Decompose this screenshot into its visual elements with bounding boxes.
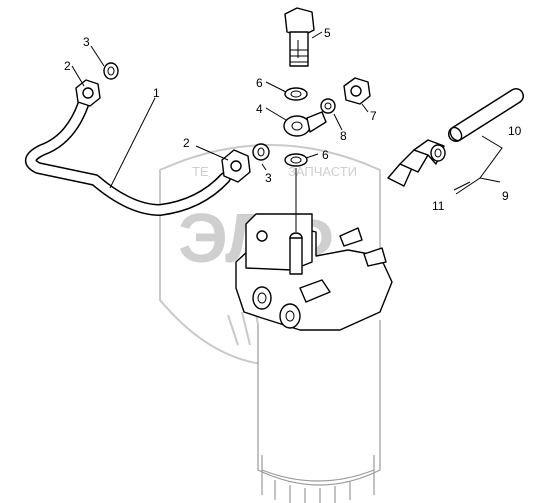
- callout-1: 1: [153, 86, 160, 100]
- callout-2-lower: 2: [183, 136, 190, 150]
- union-nut-upper: [75, 79, 101, 107]
- callout-10: 10: [508, 124, 522, 138]
- banjo-fitting: [283, 111, 327, 137]
- union-nut-lower: [221, 149, 251, 183]
- callout-8: 8: [340, 129, 347, 143]
- connector-11: [387, 139, 446, 187]
- callout-3-upper: 3: [83, 35, 90, 49]
- sealing-ring-8: [320, 98, 336, 114]
- leader-lines: [71, 31, 503, 195]
- washer-upper: [284, 87, 308, 101]
- fuel-pipe: [25, 99, 231, 216]
- callout-5: 5: [324, 26, 331, 40]
- hose-10: [448, 88, 524, 142]
- callout-7: 7: [370, 109, 377, 123]
- banjo-bolt: [284, 7, 315, 67]
- callout-11: 11: [432, 199, 445, 213]
- sealing-ring-upper: [103, 62, 119, 80]
- callout-4: 4: [256, 102, 263, 116]
- washer-lower: [284, 153, 308, 167]
- callout-9: 9: [502, 189, 509, 203]
- callouts: 1 2 2 3 3 4 5 6 6 7 8 9 10 11: [64, 26, 522, 213]
- filter-assembly: [235, 168, 393, 503]
- callout-3-lower: 3: [265, 171, 272, 185]
- sealing-ring-lower: [252, 143, 270, 161]
- callout-2-upper: 2: [64, 59, 71, 73]
- callout-6-upper: 6: [256, 76, 263, 90]
- callout-6-lower: 6: [322, 148, 329, 162]
- nut-7: [343, 77, 371, 105]
- watermark-right-text: ЗАПЧАСТИ: [288, 164, 357, 179]
- watermark-left-text: ТЕ: [192, 164, 209, 179]
